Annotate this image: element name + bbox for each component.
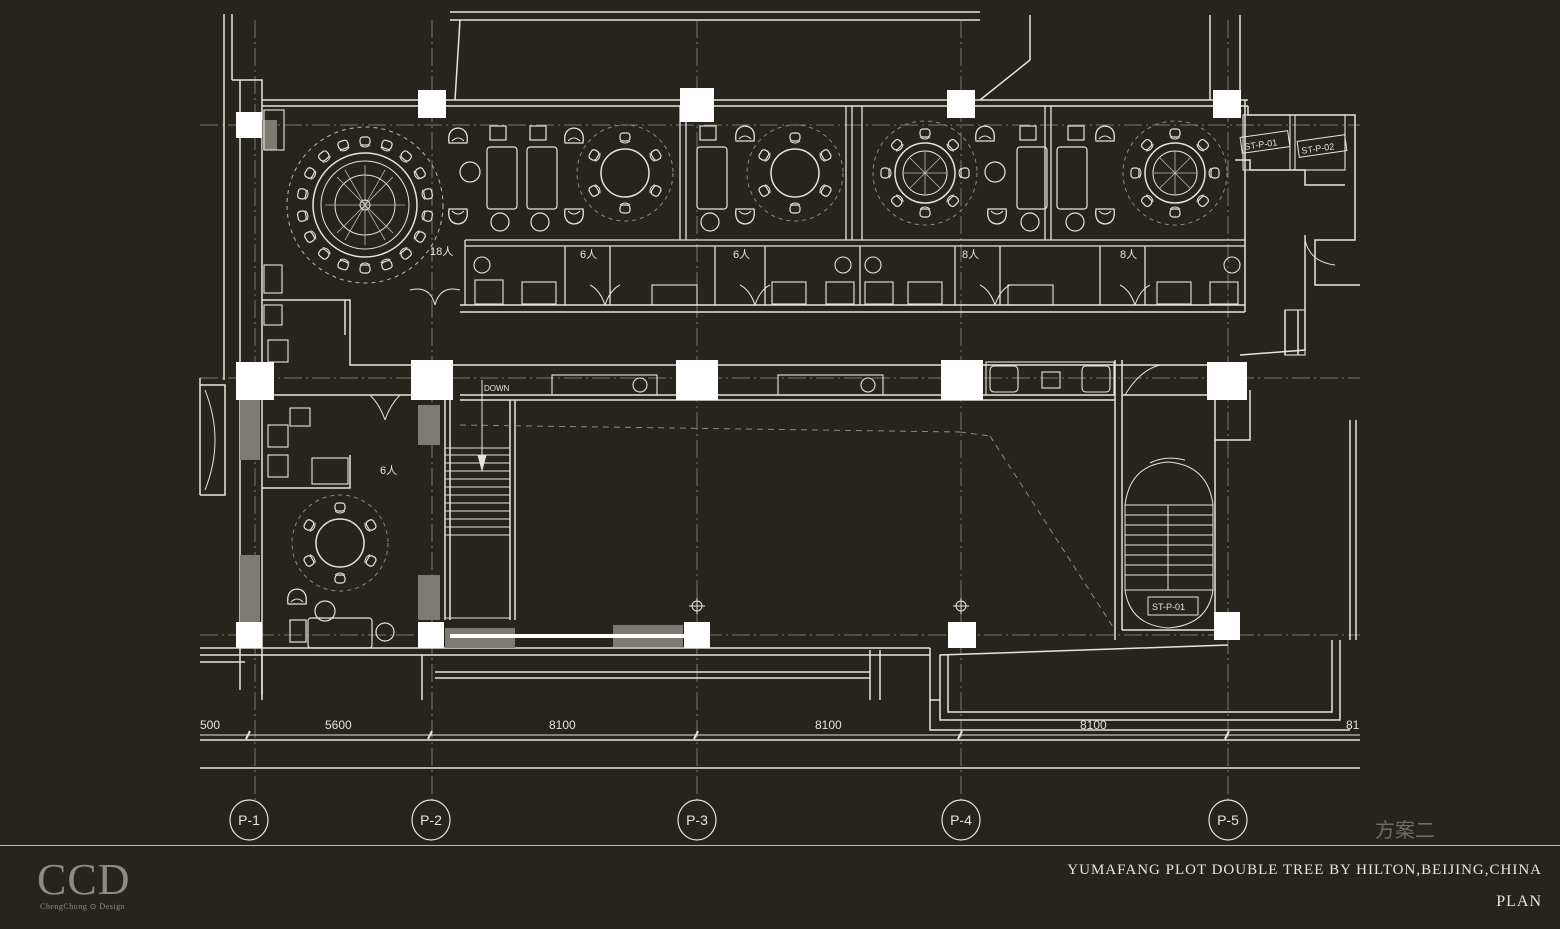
door-swings [369,239,1336,464]
room-capacity-label: 6人 [733,248,750,261]
dining-chair [1139,137,1156,154]
room-capacity-label: 8人 [1120,248,1137,261]
ccd-logo-subtitle: ChengChung ⊙ Design [40,902,126,911]
dining-chair [336,138,351,153]
dining-chair [919,206,931,218]
dining-chair [397,245,414,261]
banquet-table-18 [286,126,444,284]
equipment-tag: ST-P-02 [1301,141,1335,155]
room-capacity-labels: 18人 6人 6人 8人 8人 6人 [380,245,1137,477]
dining-chair [296,187,310,201]
window-sill [450,634,690,638]
dimension-value: 5600 [325,718,352,732]
dining-chair [587,148,603,163]
dining-chair [817,148,833,163]
dining-chair [944,137,961,154]
ccd-logo: CCD [37,855,131,904]
dining-chair [1169,128,1181,140]
room-capacity-label: 6人 [380,464,397,477]
dining-chair [296,209,310,223]
walls [199,11,1360,769]
lounge-furniture [289,125,1088,649]
dining-chair [789,132,801,144]
dining-chair [302,518,318,533]
dining-chair [587,183,603,198]
dining-chair [397,149,414,165]
grid-bubble-label: P-3 [686,812,708,828]
grid-bubble-label: P-2 [420,812,442,828]
dining-chair [420,187,434,201]
room-partitions [464,106,1245,305]
dimension-value: 8100 [549,718,576,732]
dining-chair [817,183,833,198]
stair-direction-label: DOWN [484,384,510,393]
dining-chair [1169,206,1181,218]
dining-chair [420,209,434,223]
dining-chair [944,192,961,209]
dimension-line: 500 5600 8100 8100 8100 81 [200,718,1360,740]
room-capacity-label: 18人 [430,245,453,258]
dining-chair [302,553,318,568]
dining-chair [889,192,906,209]
service-fixtures [263,109,1346,485]
dining-chair [362,553,378,568]
scheme-label: 方案二 [1375,818,1435,842]
grid-lines [200,20,1360,800]
dimension-value: 81 [1346,718,1360,732]
dining-chair [1194,137,1211,154]
dining-chair [303,166,318,181]
dining-chair [958,167,970,179]
dining-chair [334,502,346,514]
dining-chair [336,257,351,272]
dining-chair [619,202,631,214]
dining-chair [757,148,773,163]
floor-plan-drawing: 18人 6人 6人 8人 8人 6人 DOWN ST-P-01 ST-P-02 … [199,11,1360,841]
dining-chair [412,229,427,244]
equipment-tag: ST-P-01 [1152,602,1185,612]
title-block-divider [0,845,1560,846]
room-capacity-label: 6人 [580,248,597,261]
dining-chair [889,137,906,154]
stair-core [444,380,1214,629]
grid-bubble-label: P-4 [950,812,972,828]
dining-chair [379,138,394,153]
sheet-title: PLAN [1496,893,1542,910]
dining-chair [303,229,318,244]
dimension-value: 500 [200,718,220,732]
round-tables [291,120,1228,592]
dining-chair [757,183,773,198]
dining-chair [789,202,801,214]
survey-markers [689,598,969,614]
dining-chair [316,245,333,261]
dining-chair [359,136,371,148]
wall-fills [240,120,683,648]
grid-bubble-label: P-5 [1217,812,1239,828]
dining-chair [647,148,663,163]
grid-bubble-label: P-1 [238,812,260,828]
dimension-value: 8100 [1080,718,1107,732]
grid-bubbles [229,799,1248,841]
equipment-tag: ST-P-01 [1244,137,1278,151]
room-capacity-label: 8人 [962,248,979,261]
project-title: YUMAFANG PLOT DOUBLE TREE BY HILTON,BEIJ… [1067,862,1542,878]
dining-chair [1194,192,1211,209]
structural-columns [236,88,1247,648]
dining-chair [316,149,333,165]
dining-chair [619,132,631,144]
dining-chair [334,572,346,584]
dining-chairs [296,128,1220,584]
dining-chair [412,166,427,181]
dining-chair [1208,167,1220,179]
dashed-overhead [459,424,1116,631]
dining-chair [1130,167,1142,179]
dining-chair [1139,192,1156,209]
dining-chair [919,128,931,140]
dining-chair [362,518,378,533]
dining-chair [880,167,892,179]
equipment-tags: ST-P-01 ST-P-02 ST-P-01 [1147,130,1348,616]
dining-chair [379,257,394,272]
dining-chair [359,262,371,274]
dimension-value: 8100 [815,718,842,732]
dining-chair [647,183,663,198]
